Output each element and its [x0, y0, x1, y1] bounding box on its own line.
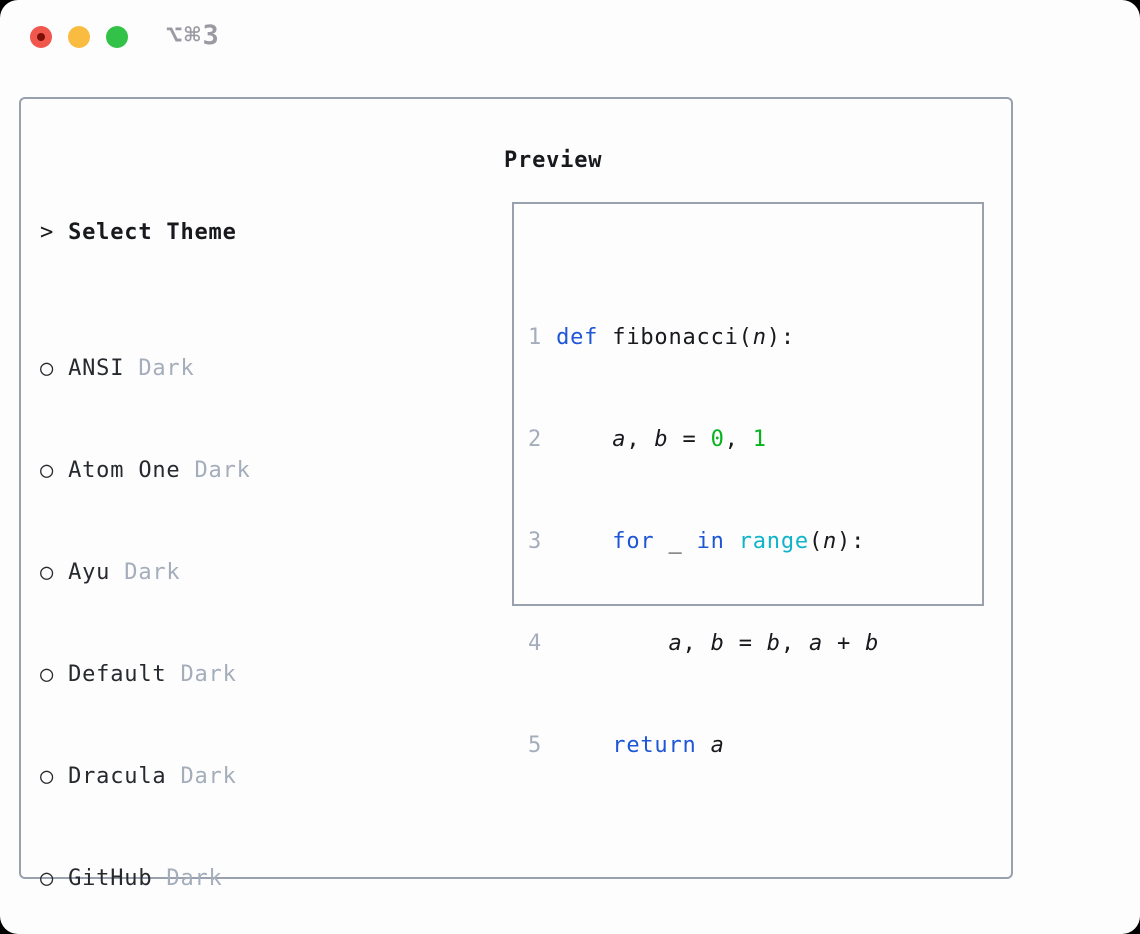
code-line: 4 a, b = b, a + b: [528, 627, 982, 661]
radio-icon: ○: [40, 866, 69, 891]
code-token: a: [612, 427, 627, 452]
theme-name: ANSI: [68, 356, 139, 381]
theme-variant: Dark: [138, 356, 195, 381]
code-token: 1: [752, 427, 767, 452]
theme-name: Default: [68, 662, 181, 687]
code-token: b: [710, 631, 725, 656]
code-token: +: [822, 631, 866, 656]
theme-variant: Dark: [194, 458, 251, 483]
window-controls: [30, 26, 128, 48]
code-blank-line: [528, 831, 982, 865]
code-token: [556, 733, 612, 758]
code-token: [556, 427, 612, 452]
theme-selector-panel: > Select Theme ○ ANSI Dark ○ Atom One Da…: [19, 97, 1013, 891]
code-token: ,: [682, 631, 711, 656]
radio-icon: ○: [40, 356, 69, 381]
code-token: ,: [724, 427, 753, 452]
theme-option[interactable]: ○ Default Dark: [40, 658, 433, 692]
code-token: ):: [766, 325, 795, 350]
code-token: [697, 733, 711, 758]
theme-option[interactable]: ○ Atom One Dark: [40, 454, 433, 488]
code-token: =: [724, 631, 767, 656]
code-token: 5: [528, 733, 557, 758]
code-token: 4: [528, 631, 557, 656]
theme-list: > Select Theme ○ ANSI Dark ○ Atom One Da…: [40, 148, 433, 934]
code-token: ,: [780, 631, 809, 656]
theme-variant: Dark: [166, 866, 223, 891]
theme-name: Atom One: [68, 458, 195, 483]
code-line: 5 return a: [528, 729, 982, 763]
radio-icon: ○: [40, 662, 69, 687]
minimize-button-icon[interactable]: [68, 26, 90, 48]
theme-variant: Dark: [124, 560, 181, 585]
theme-option[interactable]: ○ Ayu Dark: [40, 556, 433, 590]
select-theme-title: Select Theme: [68, 220, 237, 245]
preview-title: Preview: [504, 148, 603, 173]
code-token: for: [612, 529, 655, 554]
code-token: ):: [837, 529, 866, 554]
code-token: n: [752, 325, 767, 350]
radio-icon: ○: [40, 458, 69, 483]
code-token: a: [668, 631, 683, 656]
theme-variant: Dark: [180, 662, 237, 687]
code-token: range: [738, 529, 809, 554]
code-preview: 1 def fibonacci(n): 2 a, b = 0, 1 3 for …: [514, 204, 982, 934]
theme-option[interactable]: ○ GitHub Dark: [40, 862, 433, 896]
cursor-prompt-icon: >: [40, 220, 69, 245]
radio-icon: ○: [40, 560, 69, 585]
select-theme-header: > Select Theme: [40, 216, 433, 250]
theme-name: Ayu: [68, 560, 125, 585]
code-line: 1 def fibonacci(n):: [528, 321, 982, 355]
code-token: return: [612, 733, 697, 758]
code-token: ,: [626, 427, 655, 452]
code-token: fibonacci(: [598, 325, 753, 350]
code-token: =: [668, 427, 711, 452]
code-token: [556, 631, 668, 656]
theme-option[interactable]: ○ Dracula Dark: [40, 760, 433, 794]
preview-pane: 1 def fibonacci(n): 2 a, b = 0, 1 3 for …: [512, 202, 984, 758]
code-token: b: [654, 427, 669, 452]
window-shortcut-label: ⌥⌘3: [166, 20, 221, 51]
code-token: a: [710, 733, 725, 758]
code-token: b: [865, 631, 880, 656]
code-token: 3: [528, 529, 557, 554]
code-token: 1: [528, 325, 557, 350]
close-button-icon[interactable]: [30, 26, 52, 48]
code-token: 2: [528, 427, 557, 452]
code-line: 2 a, b = 0, 1: [528, 423, 982, 457]
code-token: [725, 529, 739, 554]
code-token: def: [556, 325, 599, 350]
theme-option[interactable]: ○ ANSI Dark: [40, 352, 433, 386]
code-token: 0: [710, 427, 725, 452]
theme-name: Dracula: [68, 764, 181, 789]
code-token: in: [696, 529, 725, 554]
code-line: 3 for _ in range(n):: [528, 525, 982, 559]
code-token: _: [654, 529, 697, 554]
code-token: a: [808, 631, 823, 656]
code-token: b: [766, 631, 781, 656]
radio-icon: ○: [40, 764, 69, 789]
theme-variant: Dark: [180, 764, 237, 789]
code-token: [556, 529, 612, 554]
zoom-button-icon[interactable]: [106, 26, 128, 48]
code-token: (: [808, 529, 823, 554]
code-token: n: [822, 529, 838, 554]
theme-name: GitHub: [68, 866, 167, 891]
